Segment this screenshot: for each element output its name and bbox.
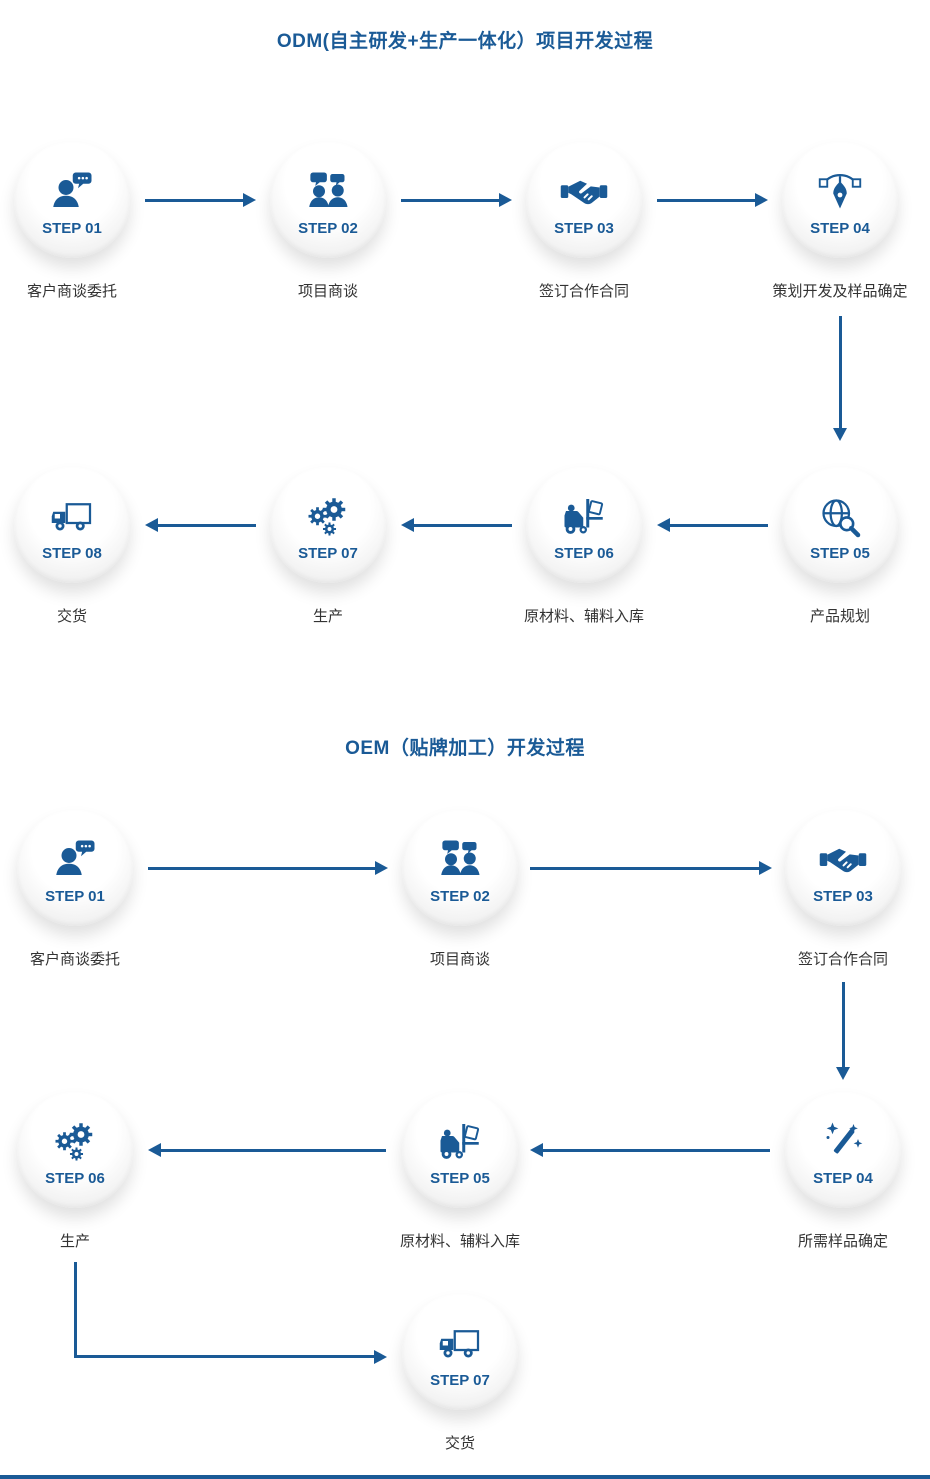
step-label: STEP 02 bbox=[298, 219, 358, 237]
step-label: STEP 05 bbox=[430, 1169, 490, 1187]
step-label: STEP 06 bbox=[45, 1169, 105, 1187]
odm-step-03: STEP 03 签订合作合同 bbox=[474, 142, 694, 301]
step-circle: STEP 05 bbox=[782, 467, 898, 583]
arrow-left-icon bbox=[401, 518, 512, 532]
arrow-right-icon bbox=[145, 193, 256, 207]
step-caption: 项目商谈 bbox=[297, 283, 358, 300]
step-caption: 交货 bbox=[56, 608, 87, 625]
step-circle: STEP 02 bbox=[270, 142, 386, 258]
pen-tool-icon bbox=[816, 168, 864, 216]
step-caption: 所需样品确定 bbox=[797, 1233, 888, 1250]
odm-step-08: STEP 08 交货 bbox=[0, 467, 182, 626]
step-label: STEP 03 bbox=[554, 219, 614, 237]
odm-section-title: ODM(自主研发+生产一体化）项目开发过程 bbox=[276, 31, 654, 52]
arrow-right-icon bbox=[657, 193, 768, 207]
oem-step-04: STEP 04 所需样品确定 bbox=[733, 1092, 930, 1251]
arrow-down-icon bbox=[833, 316, 847, 441]
step-circle: STEP 04 bbox=[782, 142, 898, 258]
oem-step-06: STEP 06 生产 bbox=[0, 1092, 185, 1251]
step-label: STEP 07 bbox=[298, 544, 358, 562]
handshake-icon bbox=[819, 836, 867, 884]
step-caption: 生产 bbox=[59, 1233, 90, 1250]
step-caption: 策划开发及样品确定 bbox=[772, 283, 908, 300]
step-label: STEP 04 bbox=[810, 219, 870, 237]
odm-step-07: STEP 07 生产 bbox=[218, 467, 438, 626]
step-circle: STEP 05 bbox=[402, 1092, 518, 1208]
step-caption: 项目商谈 bbox=[429, 951, 490, 968]
elbow-arrow-icon bbox=[74, 1262, 387, 1364]
truck-icon bbox=[436, 1320, 484, 1368]
step-caption: 产品规划 bbox=[809, 608, 870, 625]
oem-section-title: OEM（贴牌加工）开发过程 bbox=[345, 738, 585, 759]
people-meeting-icon bbox=[436, 836, 484, 884]
step-circle: STEP 06 bbox=[17, 1092, 133, 1208]
step-caption: 签订合作合同 bbox=[538, 283, 629, 300]
odm-step-06: STEP 06 原材料、辅料入库 bbox=[474, 467, 694, 626]
odm-step-04: STEP 04 策划开发及样品确定 bbox=[730, 142, 930, 301]
gears-icon bbox=[304, 493, 352, 541]
step-label: STEP 02 bbox=[430, 887, 490, 905]
truck-icon bbox=[48, 493, 96, 541]
arrow-down-icon bbox=[836, 982, 850, 1080]
step-circle: STEP 06 bbox=[526, 467, 642, 583]
step-circle: STEP 03 bbox=[785, 810, 901, 926]
gears-icon bbox=[51, 1118, 99, 1166]
step-label: STEP 01 bbox=[42, 219, 102, 237]
arrow-left-icon bbox=[530, 1143, 770, 1157]
step-circle: STEP 07 bbox=[270, 467, 386, 583]
magic-wand-icon bbox=[819, 1118, 867, 1166]
step-caption: 客户商谈委托 bbox=[26, 283, 117, 300]
globe-search-icon bbox=[816, 493, 864, 541]
step-circle: STEP 01 bbox=[14, 142, 130, 258]
step-label: STEP 07 bbox=[430, 1371, 490, 1389]
arrow-right-icon bbox=[530, 861, 772, 875]
forklift-icon bbox=[436, 1118, 484, 1166]
step-caption: 原材料、辅料入库 bbox=[399, 1233, 520, 1250]
oem-step-03: STEP 03 签订合作合同 bbox=[733, 810, 930, 969]
odm-step-02: STEP 02 项目商谈 bbox=[218, 142, 438, 301]
odm-step-05: STEP 05 产品规划 bbox=[730, 467, 930, 626]
oem-step-01: STEP 01 客户商谈委托 bbox=[0, 810, 185, 969]
arrow-left-icon bbox=[145, 518, 256, 532]
step-caption: 生产 bbox=[312, 608, 343, 625]
arrow-right-icon bbox=[401, 193, 512, 207]
step-caption: 签订合作合同 bbox=[797, 951, 888, 968]
oem-step-02: STEP 02 项目商谈 bbox=[350, 810, 570, 969]
step-caption: 交货 bbox=[444, 1435, 475, 1452]
step-label: STEP 06 bbox=[554, 544, 614, 562]
odm-step-01: STEP 01 客户商谈委托 bbox=[0, 142, 182, 301]
step-label: STEP 04 bbox=[813, 1169, 873, 1187]
arrow-right-icon bbox=[148, 861, 388, 875]
forklift-icon bbox=[560, 493, 608, 541]
handshake-icon bbox=[560, 168, 608, 216]
step-label: STEP 08 bbox=[42, 544, 102, 562]
step-circle: STEP 07 bbox=[402, 1294, 518, 1410]
step-label: STEP 01 bbox=[45, 887, 105, 905]
arrow-left-icon bbox=[148, 1143, 386, 1157]
step-circle: STEP 03 bbox=[526, 142, 642, 258]
step-circle: STEP 08 bbox=[14, 467, 130, 583]
people-meeting-icon bbox=[304, 168, 352, 216]
person-chat-icon bbox=[51, 836, 99, 884]
arrow-left-icon bbox=[657, 518, 768, 532]
oem-step-07: STEP 07 交货 bbox=[350, 1294, 570, 1453]
footer-divider bbox=[0, 1475, 930, 1479]
step-circle: STEP 01 bbox=[17, 810, 133, 926]
step-caption: 原材料、辅料入库 bbox=[523, 608, 644, 625]
step-label: STEP 03 bbox=[813, 887, 873, 905]
step-caption: 客户商谈委托 bbox=[29, 951, 120, 968]
person-chat-icon bbox=[48, 168, 96, 216]
step-circle: STEP 04 bbox=[785, 1092, 901, 1208]
step-circle: STEP 02 bbox=[402, 810, 518, 926]
oem-step-05: STEP 05 原材料、辅料入库 bbox=[350, 1092, 570, 1251]
step-label: STEP 05 bbox=[810, 544, 870, 562]
